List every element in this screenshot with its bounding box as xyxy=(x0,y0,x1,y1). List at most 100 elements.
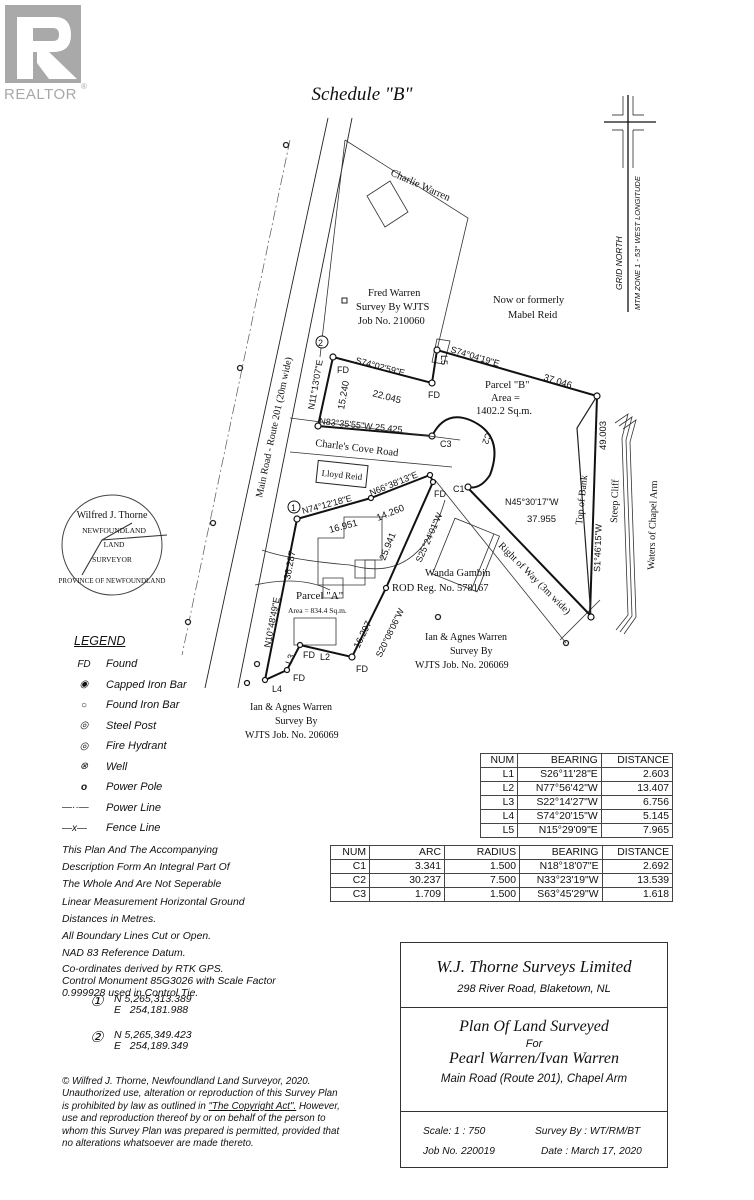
legend-item: ⊗Well xyxy=(62,757,187,778)
ian-agnes-label: Ian & Agnes Warren xyxy=(425,632,507,643)
schedule-title: Schedule "B" xyxy=(311,84,413,105)
survey-marker-icon xyxy=(314,346,601,621)
realtor-wordmark: REALTOR xyxy=(4,86,77,103)
top-of-bank-line xyxy=(576,395,598,618)
distance-label: 37.046 xyxy=(542,372,573,391)
fire-hydrant-icon: ◎ xyxy=(79,740,89,752)
buildings xyxy=(254,499,501,646)
bearing-label: N10°48'49"E xyxy=(262,596,282,648)
l2-label: L2 xyxy=(320,652,330,662)
ian-agnes-survey-label: Survey By xyxy=(275,716,318,727)
registered-mark-icon: ® xyxy=(81,82,87,91)
c3-label: C3 xyxy=(440,439,452,449)
found-label: FD xyxy=(337,365,349,375)
job-number: Job No. 220019 xyxy=(423,1146,495,1157)
well-icon: ⊗ xyxy=(79,761,89,773)
signature-icon xyxy=(81,522,168,576)
power-pole-icon xyxy=(184,141,570,668)
wanda-gambin-reg-label: ROD Reg. No. 578167 xyxy=(392,583,489,594)
steep-cliff-label: Steep Cliff xyxy=(609,479,622,523)
bearing-label: N83°35'55"W 25.425 xyxy=(319,416,403,435)
bearing-label: S1°46'15"W xyxy=(592,523,604,572)
realtor-r-icon xyxy=(17,17,77,79)
power-line-icon: —··— xyxy=(62,802,89,814)
parcel-b-boundary xyxy=(317,348,599,616)
bearing-label: S74°02'59"E xyxy=(354,355,405,378)
found-label: FD xyxy=(428,390,440,400)
for-label: For xyxy=(525,1038,543,1050)
legend-item: ○Found Iron Bar xyxy=(62,695,187,716)
realtor-logo xyxy=(5,5,81,83)
parcel-a-area-label: Area = 834.4 Sq.m. xyxy=(288,606,347,615)
found-label: FD xyxy=(356,664,368,674)
distance-label: 25.941 xyxy=(378,531,399,562)
svg-text:SURVEYOR: SURVEYOR xyxy=(92,555,132,564)
ian-agnes-job-label: WJTS Job. No. 206069 xyxy=(245,730,339,741)
svg-text:Wilfred J. Thorne: Wilfred J. Thorne xyxy=(77,510,148,521)
bearing-label: S20°08'06"W xyxy=(374,606,406,659)
bearing-label: N45°30'17"W xyxy=(505,497,559,507)
ian-agnes-job-label: WJTS Job. No. 206069 xyxy=(415,660,509,671)
waters-label: Waters of Chapel Arm xyxy=(646,480,660,570)
distance-label: 16.951 xyxy=(328,518,359,536)
l3-label: L3 xyxy=(283,653,296,666)
surveyor-seal: Wilfred J. Thorne NEWFOUNDLAND LAND SURV… xyxy=(59,494,168,596)
ian-agnes-survey-label: Survey By xyxy=(450,646,493,657)
parcel-b-label: Parcel "B" xyxy=(485,380,529,391)
capped-iron-bar-icon: ◉ xyxy=(79,679,89,691)
l5-label: L5 xyxy=(439,355,449,365)
survey-plan-drawing: GRID NORTH MTM ZONE 1 - 53° WEST LONGITU… xyxy=(59,95,660,741)
top-of-bank-label: Top of Bank xyxy=(574,475,590,526)
distance-label: 14.260 xyxy=(375,503,406,524)
parcel-a-boundary xyxy=(263,473,435,682)
copyright-notice: © Wilfred J. Thorne, Newfoundland Land S… xyxy=(62,1076,340,1150)
wanda-gambin-label: Wanda Gambin xyxy=(425,568,491,579)
zone-label: MTM ZONE 1 - 53° WEST LONGITUDE xyxy=(633,175,642,310)
parcel-b-area-label: Area = xyxy=(491,393,520,404)
charlie-warren-label: Charlie Warren xyxy=(389,168,453,204)
found-label: FD xyxy=(434,489,446,499)
svg-text:LAND: LAND xyxy=(104,540,125,549)
main-road-label: Main Road - Route 201 (20m wide) xyxy=(254,356,295,498)
distance-label: 22.045 xyxy=(371,388,402,406)
survey-marker-icon xyxy=(243,471,437,687)
distance-label: 36.287 xyxy=(282,550,298,581)
found-label: FD xyxy=(303,650,315,660)
north-arrow xyxy=(604,95,656,312)
found-symbol: FD xyxy=(77,658,91,670)
company-name: W.J. Thorne Surveys Limited xyxy=(436,957,632,976)
plan-title: Plan Of Land Surveyed xyxy=(459,1018,609,1035)
cove-road-label: Charle's Cove Road xyxy=(315,438,400,459)
distance-label: 49.003 xyxy=(598,421,609,450)
shoreline xyxy=(614,413,637,635)
survey-by: Survey By : WT/RM/BT xyxy=(535,1126,641,1137)
lloyd-reid-label: Lloyd Reid xyxy=(321,468,363,482)
distance-label: 16.297 xyxy=(352,619,375,650)
control-point-2-icon xyxy=(315,335,329,349)
fred-warren-job-label: Job No. 210060 xyxy=(358,316,425,327)
location: Main Road (Route 201), Chapel Arm xyxy=(440,1073,628,1085)
company-address: 298 River Road, Blaketown, NL xyxy=(457,983,611,995)
ian-agnes-label: Ian & Agnes Warren xyxy=(250,702,332,713)
bearing-label: N66°38'13"E xyxy=(368,469,419,497)
parcel-a-label: Parcel "A" xyxy=(296,590,343,602)
mabel-reid-label2: Mabel Reid xyxy=(508,310,558,321)
steel-post-icon xyxy=(341,297,348,304)
mabel-reid-label1: Now or formerly xyxy=(493,295,565,306)
cove-road-lines xyxy=(289,417,461,468)
power-line xyxy=(181,139,291,656)
c2-label: C2 xyxy=(480,431,493,445)
neighbour-lot-lines xyxy=(319,139,601,644)
survey-date: Date : March 17, 2020 xyxy=(541,1146,642,1157)
